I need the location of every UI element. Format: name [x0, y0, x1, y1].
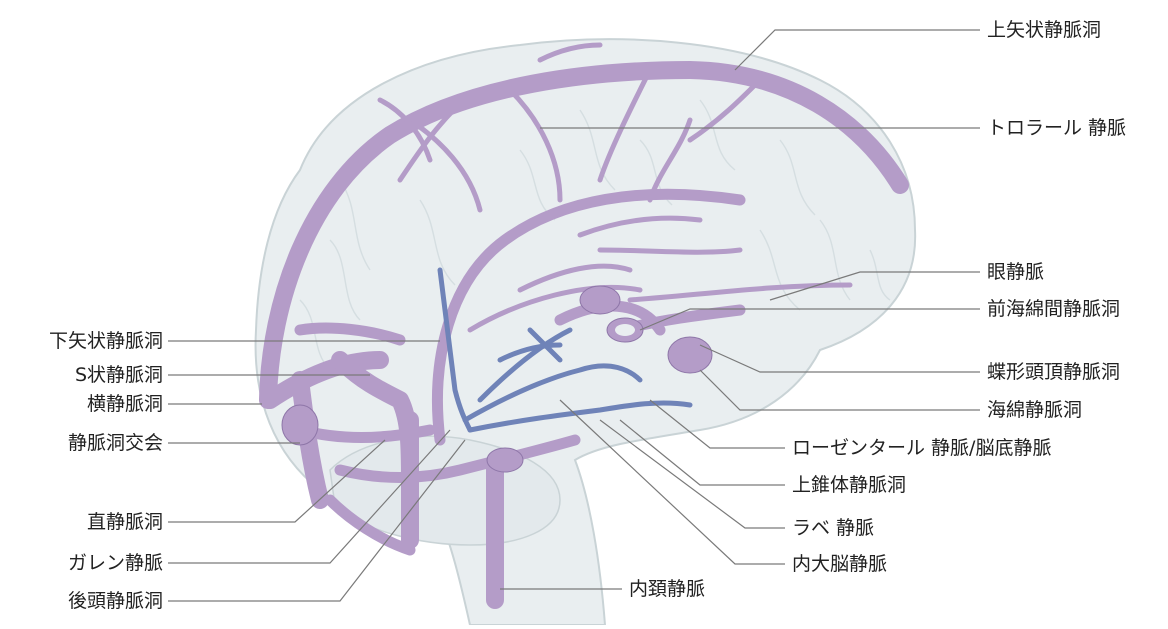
- label-straight-sinus: 直静脈洞: [87, 511, 163, 533]
- label-confluence-of-sinuses: 静脈洞交会: [68, 432, 163, 454]
- label-vein-of-labbe: ラベ 静脈: [792, 517, 874, 539]
- label-occipital-sinus: 後頭静脈洞: [68, 590, 163, 612]
- label-anterior-intercavernous-sinus: 前海綿間静脈洞: [987, 298, 1120, 320]
- label-sphenoparietal-sinus: 蝶形頭頂静脈洞: [987, 361, 1120, 383]
- label-inferior-sagittal-sinus: 下矢状静脈洞: [49, 330, 163, 352]
- intercavernous-ring: [615, 324, 635, 336]
- label-vein-of-galen: ガレン静脈: [68, 552, 163, 574]
- orbit-node: [580, 286, 620, 314]
- label-cavernous-sinus: 海綿静脈洞: [987, 399, 1082, 421]
- label-trolard-vein: トロラール 静脈: [987, 117, 1126, 139]
- label-internal-cerebral-vein: 内大脳静脈: [792, 553, 887, 575]
- label-ophthalmic-vein: 眼静脈: [987, 261, 1044, 283]
- jugular-bulb-node: [487, 448, 523, 472]
- label-superior-sagittal-sinus: 上矢状静脈洞: [987, 19, 1101, 41]
- label-transverse-sinus: 横静脈洞: [87, 393, 163, 415]
- label-sigmoid-sinus: S状静脈洞: [75, 364, 163, 386]
- label-superior-petrosal-sinus: 上錐体静脈洞: [792, 474, 906, 496]
- label-basal-vein-of-rosenthal: ローゼンタール 静脈/脳底静脈: [792, 437, 1051, 459]
- confluence-node: [282, 405, 318, 445]
- label-internal-jugular-vein: 内頚静脈: [629, 578, 705, 600]
- cavernous-sinus-node: [668, 337, 712, 373]
